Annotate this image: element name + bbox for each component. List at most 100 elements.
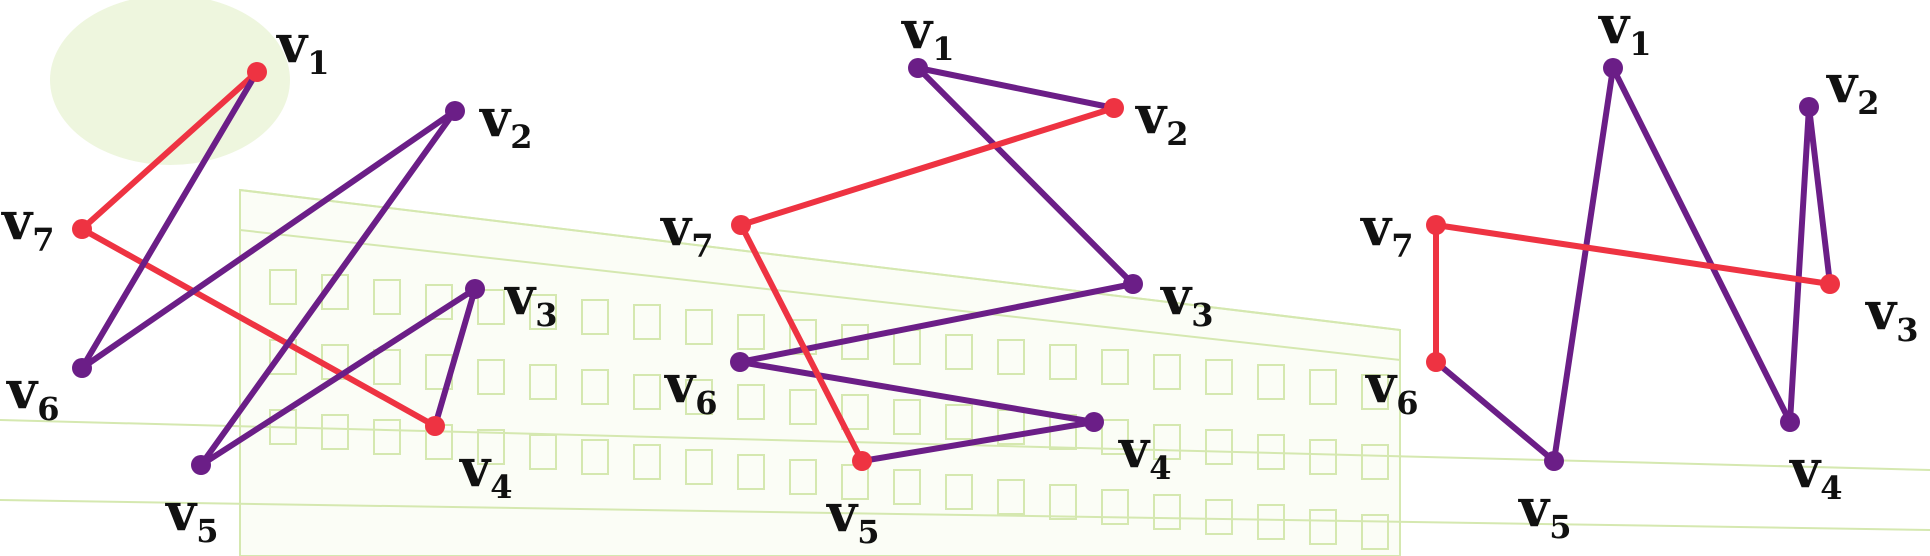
graph-2-vertex-v1 [908, 58, 928, 78]
background-window [529, 294, 557, 330]
graph-1-vertex-v1 [247, 62, 267, 82]
graph-3-vertices [1426, 58, 1840, 471]
background-window [1309, 369, 1337, 405]
graph-3-label-v2: v2 [1826, 54, 1879, 122]
graph-2-vertex-v7 [731, 215, 751, 235]
graph-2-label-v3: v3 [1160, 266, 1213, 334]
graph-3-label-v3: v3 [1865, 281, 1918, 349]
graph-2-label-v2: v2 [1135, 85, 1188, 153]
graph-3-edge-v1-v5 [1551, 65, 1616, 464]
graph-3-edge-v2-v3 [1806, 104, 1833, 287]
background-window [373, 279, 401, 315]
background-window [1257, 434, 1285, 470]
graph-3-edge-v7-v3 [1433, 222, 1833, 287]
graph-3-label-v5-subscript: 5 [1549, 508, 1571, 546]
background-window [373, 349, 401, 385]
background-window [685, 449, 713, 485]
graph-3-label-v1-subscript: 1 [1629, 25, 1651, 63]
graph-2-label-v1-subscript: 1 [932, 30, 954, 68]
background-window [1049, 344, 1077, 380]
graph-1-edges [79, 69, 478, 468]
graph-1-label-v4: v4 [459, 438, 512, 506]
graph-2-edge-v4-v5 [859, 419, 1097, 464]
background-window [581, 299, 609, 335]
background-window [737, 454, 765, 490]
graph-1-label-v4-subscript: 4 [490, 468, 512, 506]
graph-1-label-v7-letter: v [1, 191, 34, 252]
graph-2-label-v3-letter: v [1160, 266, 1193, 327]
background-window [893, 469, 921, 505]
graph-2-label-v2-letter: v [1135, 85, 1168, 146]
background-window [1361, 444, 1389, 480]
background-window [477, 289, 505, 325]
graph-3-label-v4-letter: v [1789, 439, 1822, 500]
graph-1-edge-v7-v4 [79, 226, 438, 429]
graph-3-vertex-v6 [1426, 352, 1446, 372]
graph-1-edge-v6-v2 [79, 108, 458, 371]
background-window [893, 399, 921, 435]
graph-3-vertex-v1 [1603, 58, 1623, 78]
graph-1-vertex-v5 [191, 455, 211, 475]
graph-2-edge-v2-v7 [738, 105, 1117, 228]
background-window [633, 304, 661, 340]
background-window [1153, 354, 1181, 390]
graph-3-label-v5: v5 [1518, 478, 1571, 546]
graph-1-label-v3: v3 [504, 266, 557, 334]
graph-2-label-v2-subscript: 2 [1166, 115, 1188, 153]
graph-1-vertex-v2 [445, 101, 465, 121]
background-window [373, 419, 401, 455]
graph-2-edge-v6-v4 [737, 359, 1097, 425]
background-window [841, 394, 869, 430]
background-window [1049, 484, 1077, 520]
background-window [1257, 504, 1285, 540]
graph-1-label-v4-letter: v [459, 438, 492, 499]
graph-3-label-v5-letter: v [1518, 478, 1551, 539]
background-window [997, 479, 1025, 515]
background-window [1309, 509, 1337, 545]
background-window [321, 414, 349, 450]
background-window [1361, 514, 1389, 550]
graph-1-label-v3-subscript: 3 [535, 296, 557, 334]
background-window [633, 444, 661, 480]
background-window [633, 374, 661, 410]
graph-3-label-v6-subscript: 6 [1396, 384, 1418, 422]
graph-2-edges [737, 65, 1136, 464]
graph-2-vertex-v3 [1123, 274, 1143, 294]
graph-3-label-v7-letter: v [1360, 197, 1393, 258]
graph-3-label-v3-subscript: 3 [1896, 311, 1918, 349]
background-window [685, 379, 713, 415]
graph-3-label-v6-letter: v [1365, 354, 1398, 415]
background-window [945, 474, 973, 510]
graph-3-label-v1-letter: v [1598, 0, 1631, 56]
graph-2-label-v6: v6 [664, 354, 717, 422]
graph-2-label-v6-subscript: 6 [695, 384, 717, 422]
graph-2-label-v5: v5 [826, 483, 879, 551]
background-window [529, 434, 557, 470]
graph-3-label-v6: v6 [1365, 354, 1418, 422]
background-window [529, 364, 557, 400]
graph-2-vertex-v2 [1104, 98, 1124, 118]
background-window [1205, 499, 1233, 535]
background-window [789, 389, 817, 425]
graph-1-vertices [72, 62, 485, 475]
graph-2-label-v7: v7 [660, 197, 713, 265]
background-window [1101, 489, 1129, 525]
graph-3-label-v4-subscript: 4 [1820, 469, 1842, 507]
background-window [737, 314, 765, 350]
graph-2-edge-v1-v3 [915, 65, 1136, 287]
graph-3-label-v7-subscript: 7 [1391, 227, 1413, 265]
graph-1-vertex-v4 [425, 416, 445, 436]
background-window [945, 334, 973, 370]
graph-3-edge-v2-v4 [1787, 104, 1812, 425]
graph-1-edge-v1-v6 [79, 69, 260, 371]
background-window [685, 309, 713, 345]
graph-2-vertex-v6 [730, 352, 750, 372]
graph-3-vertex-v4 [1780, 412, 1800, 432]
graph-2-label-v4-subscript: 4 [1149, 449, 1171, 487]
graph-1-label-v1: v1 [276, 14, 329, 82]
